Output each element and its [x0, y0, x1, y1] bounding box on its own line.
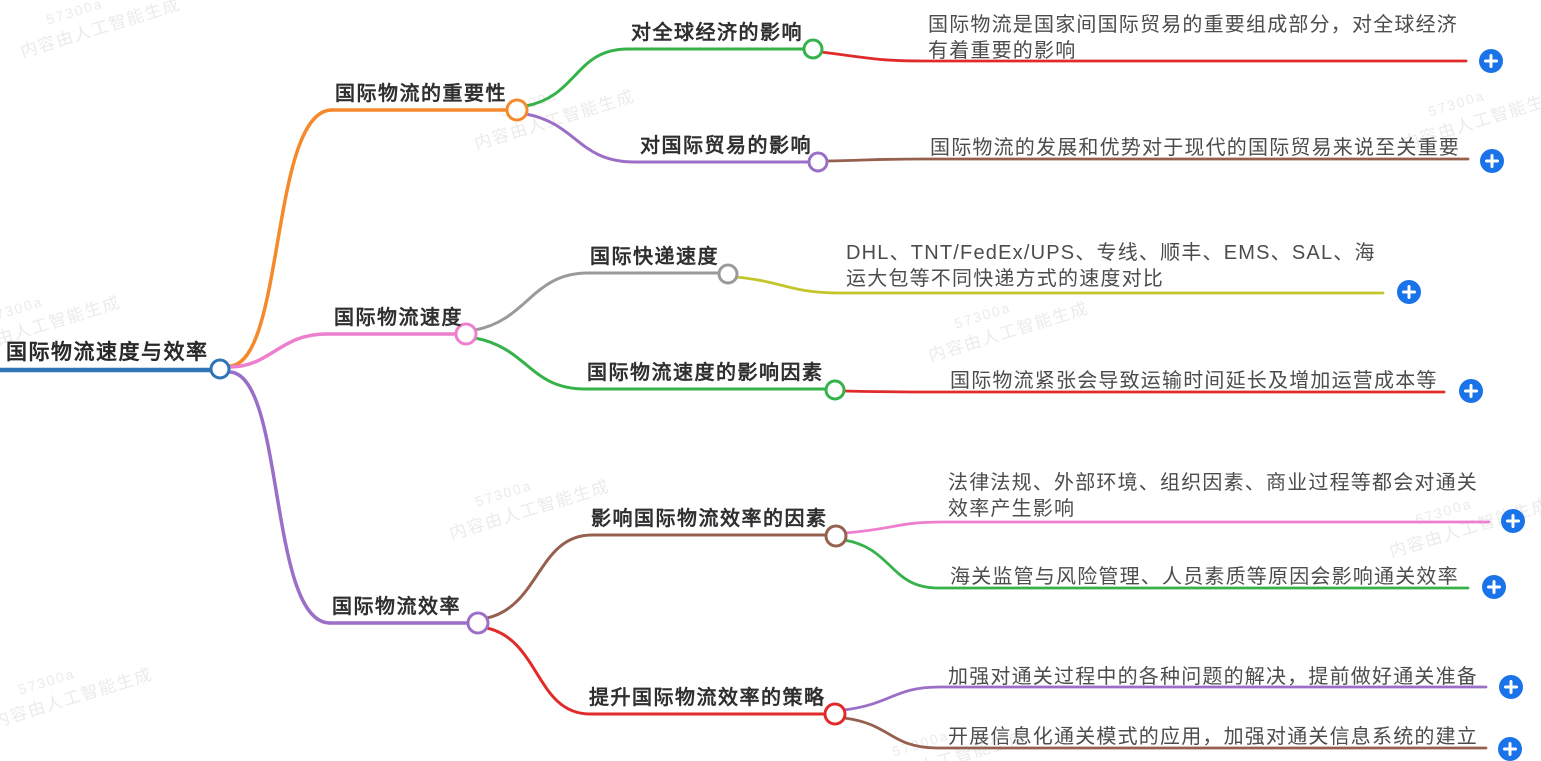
sub-label-express-speed[interactable]: 国际快递速度 — [590, 246, 719, 268]
add-node-icon[interactable] — [1482, 575, 1506, 599]
leaf-line-global-economy-1 — [819, 50, 1468, 63]
root-node-label[interactable]: 国际物流速度与效率 — [6, 341, 209, 364]
node-circle-speed[interactable] — [454, 322, 478, 346]
sub-label-speed-factors[interactable]: 国际物流速度的影响因素 — [587, 362, 824, 384]
sub-label-global-economy[interactable]: 对全球经济的影响 — [631, 22, 803, 44]
sub-label-strategies[interactable]: 提升国际物流效率的策略 — [589, 687, 826, 709]
add-node-icon[interactable] — [1499, 675, 1523, 699]
branch-label-importance[interactable]: 国际物流的重要性 — [335, 83, 507, 105]
leaf-line-strategies-1 — [842, 685, 1488, 712]
node-circle-speed-factors[interactable] — [824, 379, 846, 401]
node-circle-intl-trade[interactable] — [807, 151, 829, 173]
node-circle-efficiency[interactable] — [466, 611, 490, 635]
sub-curve-express-speed — [473, 271, 590, 332]
node-circle-global-economy[interactable] — [802, 38, 824, 60]
sub-curve-intl-trade — [524, 112, 637, 164]
add-node-icon[interactable] — [1501, 509, 1525, 533]
branch-curve-speed — [228, 332, 328, 369]
node-circle-express-speed[interactable] — [717, 263, 739, 285]
leaf-text-strategies-1[interactable]: 加强对通关过程中的各种问题的解决，提前做好通关准备 — [948, 666, 1478, 688]
add-node-icon[interactable] — [1397, 280, 1421, 304]
sub-label-intl-trade[interactable]: 对国际贸易的影响 — [640, 135, 812, 157]
add-node-icon[interactable] — [1498, 737, 1522, 761]
leaf-line-efficiency-factors-2 — [842, 538, 1470, 590]
add-node-icon[interactable] — [1480, 149, 1504, 173]
add-node-icon[interactable] — [1459, 379, 1483, 403]
leaf-line-speed-factors-1 — [841, 389, 1446, 394]
leaf-text-speed-factors-1[interactable]: 国际物流紧张会导致运输时间延长及增加运营成本等 — [950, 370, 1438, 392]
branch-label-efficiency[interactable]: 国际物流效率 — [332, 596, 461, 618]
leaf-text-global-economy-1[interactable]: 国际物流是国家间国际贸易的重要组成部分，对全球经济有着重要的影响 — [928, 14, 1458, 62]
sub-label-efficiency-factors[interactable]: 影响国际物流效率的因素 — [591, 508, 828, 530]
node-circle-strategies[interactable] — [823, 702, 847, 726]
leaf-text-strategies-2[interactable]: 开展信息化通关模式的应用，加强对通关信息系统的建立 — [948, 726, 1478, 748]
leaf-text-intl-trade-1[interactable]: 国际物流的发展和优势对于现代的国际贸易来说至关重要 — [930, 137, 1460, 159]
sub-curve-global-economy — [524, 47, 630, 108]
add-node-icon[interactable] — [1479, 49, 1503, 73]
leaf-text-express-speed-1[interactable]: DHL、TNT/FedEx/UPS、专线、顺丰、EMS、SAL、海运大包等不同快… — [846, 242, 1376, 290]
sub-curve-strategies — [485, 626, 592, 716]
sub-curve-efficiency-factors — [485, 533, 594, 620]
node-circle-efficiency-factors[interactable] — [824, 524, 848, 548]
leaf-line-express-speed-1 — [734, 275, 1385, 295]
leaf-line-intl-trade-1 — [824, 157, 1470, 163]
leaf-line-strategies-2 — [842, 716, 1488, 750]
leaf-text-efficiency-factors-2[interactable]: 海关监管与风险管理、人员素质等原因会影响通关效率 — [950, 566, 1459, 588]
sub-curve-speed-factors — [473, 336, 587, 391]
leaf-text-efficiency-factors-1[interactable]: 法律法规、外部环境、组织因素、商业过程等都会对通关效率产生影响 — [948, 472, 1478, 520]
branch-curve-importance — [227, 108, 334, 368]
branch-curve-efficiency — [227, 370, 332, 625]
leaf-line-efficiency-factors-1 — [843, 520, 1491, 535]
branch-label-speed[interactable]: 国际物流速度 — [334, 307, 463, 329]
node-circle-importance[interactable] — [505, 98, 529, 122]
node-circle-root[interactable] — [209, 358, 231, 380]
